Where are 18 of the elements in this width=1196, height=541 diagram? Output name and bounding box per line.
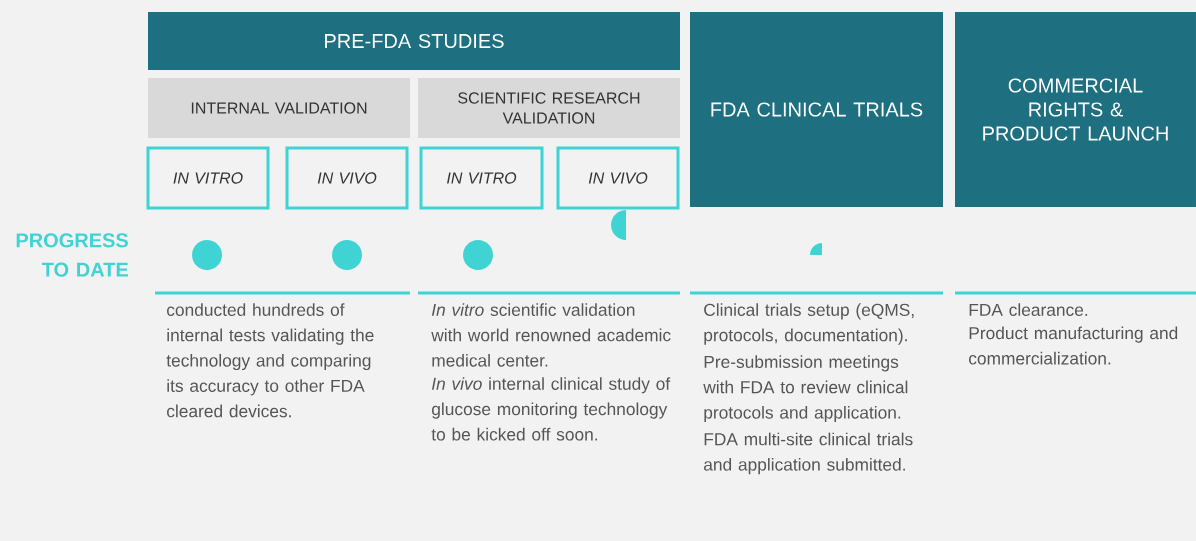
study-type-box: IN VIVO [285, 146, 409, 210]
description-text: FDA clearance. [969, 303, 1088, 316]
description-text: conducted hundreds of internal tests validating the technology and comparing its accuracy to other FDA cleared devices. [166, 303, 374, 418]
description-text: In vitro scientific validation with world renowned academic medical center. [431, 303, 671, 367]
category-box: SCIENTIFIC RESEARCH VALIDATION [418, 78, 680, 138]
stage-header: PRE-FDA STUDIES [148, 12, 680, 70]
description-text: Clinical trials setup (eQMS, protocols, documentation). [704, 303, 914, 345]
description-text: Product manufacturing and commercialization. [969, 326, 1178, 365]
study-type-box: IN VITRO [419, 146, 544, 210]
stage-header: COMMERCIAL RIGHTS & PRODUCT LAUNCH [955, 12, 1196, 207]
stage-header: FDA CLINICAL TRIALS [690, 12, 943, 207]
description-text: FDA multi-site clinical trials and application submitted. [704, 432, 913, 475]
row-heading: PROGRESS TO DATE [16, 233, 128, 277]
description-text: In vivo internal clinical study of glucose monitoring technology to be kicked off soon. [431, 377, 671, 441]
study-type-box: IN VITRO [146, 146, 270, 210]
category-box: INTERNAL VALIDATION [148, 78, 410, 138]
study-type-box: IN VIVO [556, 146, 680, 210]
description-text: Pre-submission meetings with FDA to review clinical protocols and application. [703, 355, 908, 423]
